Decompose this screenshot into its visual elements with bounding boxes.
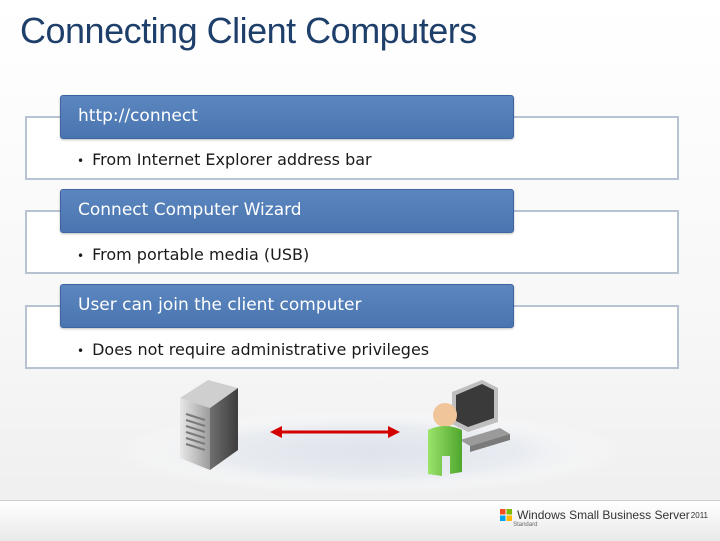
logo-text: Windows Small Business Server <box>517 508 690 522</box>
logo-edition: Standard <box>513 522 538 528</box>
server-icon <box>180 380 238 470</box>
section-header-1: http://connect <box>60 95 514 139</box>
bidirectional-arrow-icon <box>270 426 400 438</box>
bullet-dot: • <box>77 344 85 358</box>
logo-year: 2011 <box>690 510 708 520</box>
section-bullet-2: • From portable media (USB) <box>77 245 309 264</box>
slide-title: Connecting Client Computers <box>20 10 477 51</box>
footer-bar <box>0 500 720 541</box>
user-computer-icon <box>428 380 510 476</box>
bullet-text: From portable media (USB) <box>92 245 310 264</box>
bullet-dot: • <box>77 154 85 168</box>
bullet-dot: • <box>77 249 85 263</box>
bullet-text: Does not require administrative privileg… <box>92 340 430 359</box>
windows-flag-icon <box>500 509 513 521</box>
connection-diagram <box>115 380 625 494</box>
section-header-3: User can join the client computer <box>60 284 514 328</box>
bullet-text: From Internet Explorer address bar <box>92 150 372 169</box>
section-header-2: Connect Computer Wizard <box>60 189 514 233</box>
section-bullet-3: • Does not require administrative privile… <box>77 340 429 359</box>
section-bullet-1: • From Internet Explorer address bar <box>77 150 372 169</box>
